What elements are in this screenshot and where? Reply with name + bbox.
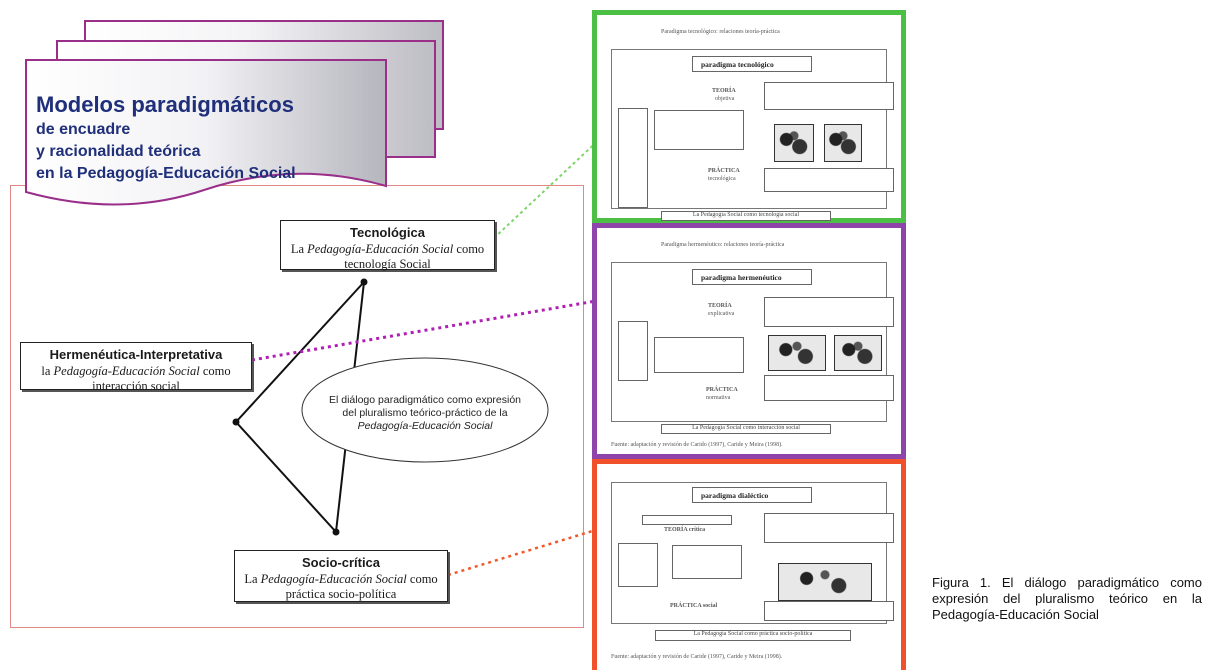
banner-line-4: en la Pedagogía-Educación Social: [36, 165, 296, 182]
thumb2-practica: PRÁCTICA: [706, 387, 738, 393]
thumb3-body: paradigma dialéctico TEORÍA crítica PRÁC…: [611, 482, 894, 624]
thumb2-objective-box: [764, 297, 894, 327]
node-hermeneutica-sub: la Pedagogía-Educación Social como inter…: [41, 364, 231, 393]
thumb3-practica: PRÁCTICA social: [670, 603, 718, 609]
banner-line-3: y racionalidad teórica: [36, 143, 201, 160]
thumb3-left-column: [618, 543, 658, 587]
thumb3-context-box: [642, 515, 732, 525]
node-sociocritica-sub: La Pedagogía-Educación Social como práct…: [244, 572, 438, 601]
node-tecnologica: Tecnológica La Pedagogía-Educación Socia…: [280, 220, 495, 271]
node-sociocritica: Socio-crítica La Pedagogía-Educación Soc…: [234, 550, 448, 602]
node-tecnologica-head: Tecnológica: [350, 225, 425, 240]
banner-line-2: de encuadre: [36, 121, 131, 138]
node-hermeneutica: Hermenéutica-Interpretativa la Pedagogía…: [20, 342, 252, 393]
thumb1-note-box: [764, 168, 894, 192]
thumb1-image-a: [774, 124, 814, 162]
thumb3-arrow-band: [672, 545, 742, 579]
thumb2-image-a: [768, 335, 826, 371]
thumb1-image-b: [824, 124, 862, 162]
banner-title: Modelos paradigmáticos: [36, 92, 294, 117]
thumb3-footer: La Pedagogía Social como práctica socio-…: [655, 630, 851, 641]
thumb2-note-box: [764, 375, 894, 401]
thumb2-header: Paradigma hermenéutico: relaciones teorí…: [661, 242, 785, 248]
thumb3-teoria: TEORÍA crítica: [664, 527, 706, 533]
thumb2-footer: La Pedagogía Social como interacción soc…: [661, 424, 831, 434]
thumb1-left-column: [618, 108, 648, 208]
node-hermeneutica-head: Hermenéutica-Interpretativa: [49, 347, 223, 362]
thumbnail-hermeneutico: Paradigma hermenéutico: relaciones teorí…: [592, 223, 906, 459]
thumb2-left-column: [618, 321, 648, 381]
thumb3-note-box: [764, 601, 894, 621]
thumb1-arrow-band: [654, 110, 744, 150]
triangle-vertex-top: [360, 278, 368, 286]
thumb2-image-b: [834, 335, 882, 371]
center-ellipse: [301, 357, 549, 463]
thumb1-body: paradigma tecnológico TEORÍA objetiva PR…: [611, 49, 894, 209]
thumbnail-dialectico: paradigma dialéctico TEORÍA crítica PRÁC…: [592, 459, 906, 670]
thumbnail-tecnologico: Paradigma tecnológico: relaciones teoría…: [592, 10, 906, 223]
thumb1-teoria: TEORÍA: [712, 88, 736, 94]
triangle-vertex-left: [232, 418, 240, 426]
node-tecnologica-sub: La Pedagogía-Educación Social como tecno…: [290, 242, 485, 271]
thumb3-image: [778, 563, 872, 601]
figure-caption: Figura 1. El diálogo paradigmático como …: [932, 575, 1202, 622]
thumb2-teoria: TEORÍA: [708, 303, 732, 309]
thumb1-practica-sub: tecnológica: [708, 176, 736, 182]
thumb3-paradigm-box: paradigma dialéctico: [692, 487, 812, 503]
thumb2-source: Fuente: adaptación y revisión de Carido …: [611, 442, 783, 448]
thumb1-practica: PRÁCTICA: [708, 168, 740, 174]
thumb3-source: Fuente: adaptación y revisión de Caride …: [611, 654, 783, 660]
thumb1-teoria-sub: objetiva: [715, 96, 735, 102]
thumb2-practica-sub: normativa: [706, 395, 731, 401]
thumb3-objective-box: [764, 513, 894, 543]
thumb2-arrow-band: [654, 337, 744, 373]
thumb1-objective-box: [764, 82, 894, 110]
thumb1-paradigm-box: paradigma tecnológico: [692, 56, 812, 72]
thumb1-footer: La Pedagogía Social como tecnología soci…: [661, 211, 831, 221]
thumb2-body: paradigma hermenéutico TEORÍA explicativ…: [611, 262, 894, 422]
thumb2-teoria-sub: explicativa: [708, 311, 735, 317]
banner-page-front: [25, 59, 387, 206]
center-ellipse-text: El diálogo paradigmático como expresión …: [328, 394, 522, 432]
thumb2-paradigm-box: paradigma hermenéutico: [692, 269, 812, 285]
node-sociocritica-head: Socio-crítica: [301, 555, 381, 570]
triangle-vertex-bottom: [332, 528, 340, 536]
thumb1-header: Paradigma tecnológico: relaciones teoría…: [661, 29, 780, 35]
